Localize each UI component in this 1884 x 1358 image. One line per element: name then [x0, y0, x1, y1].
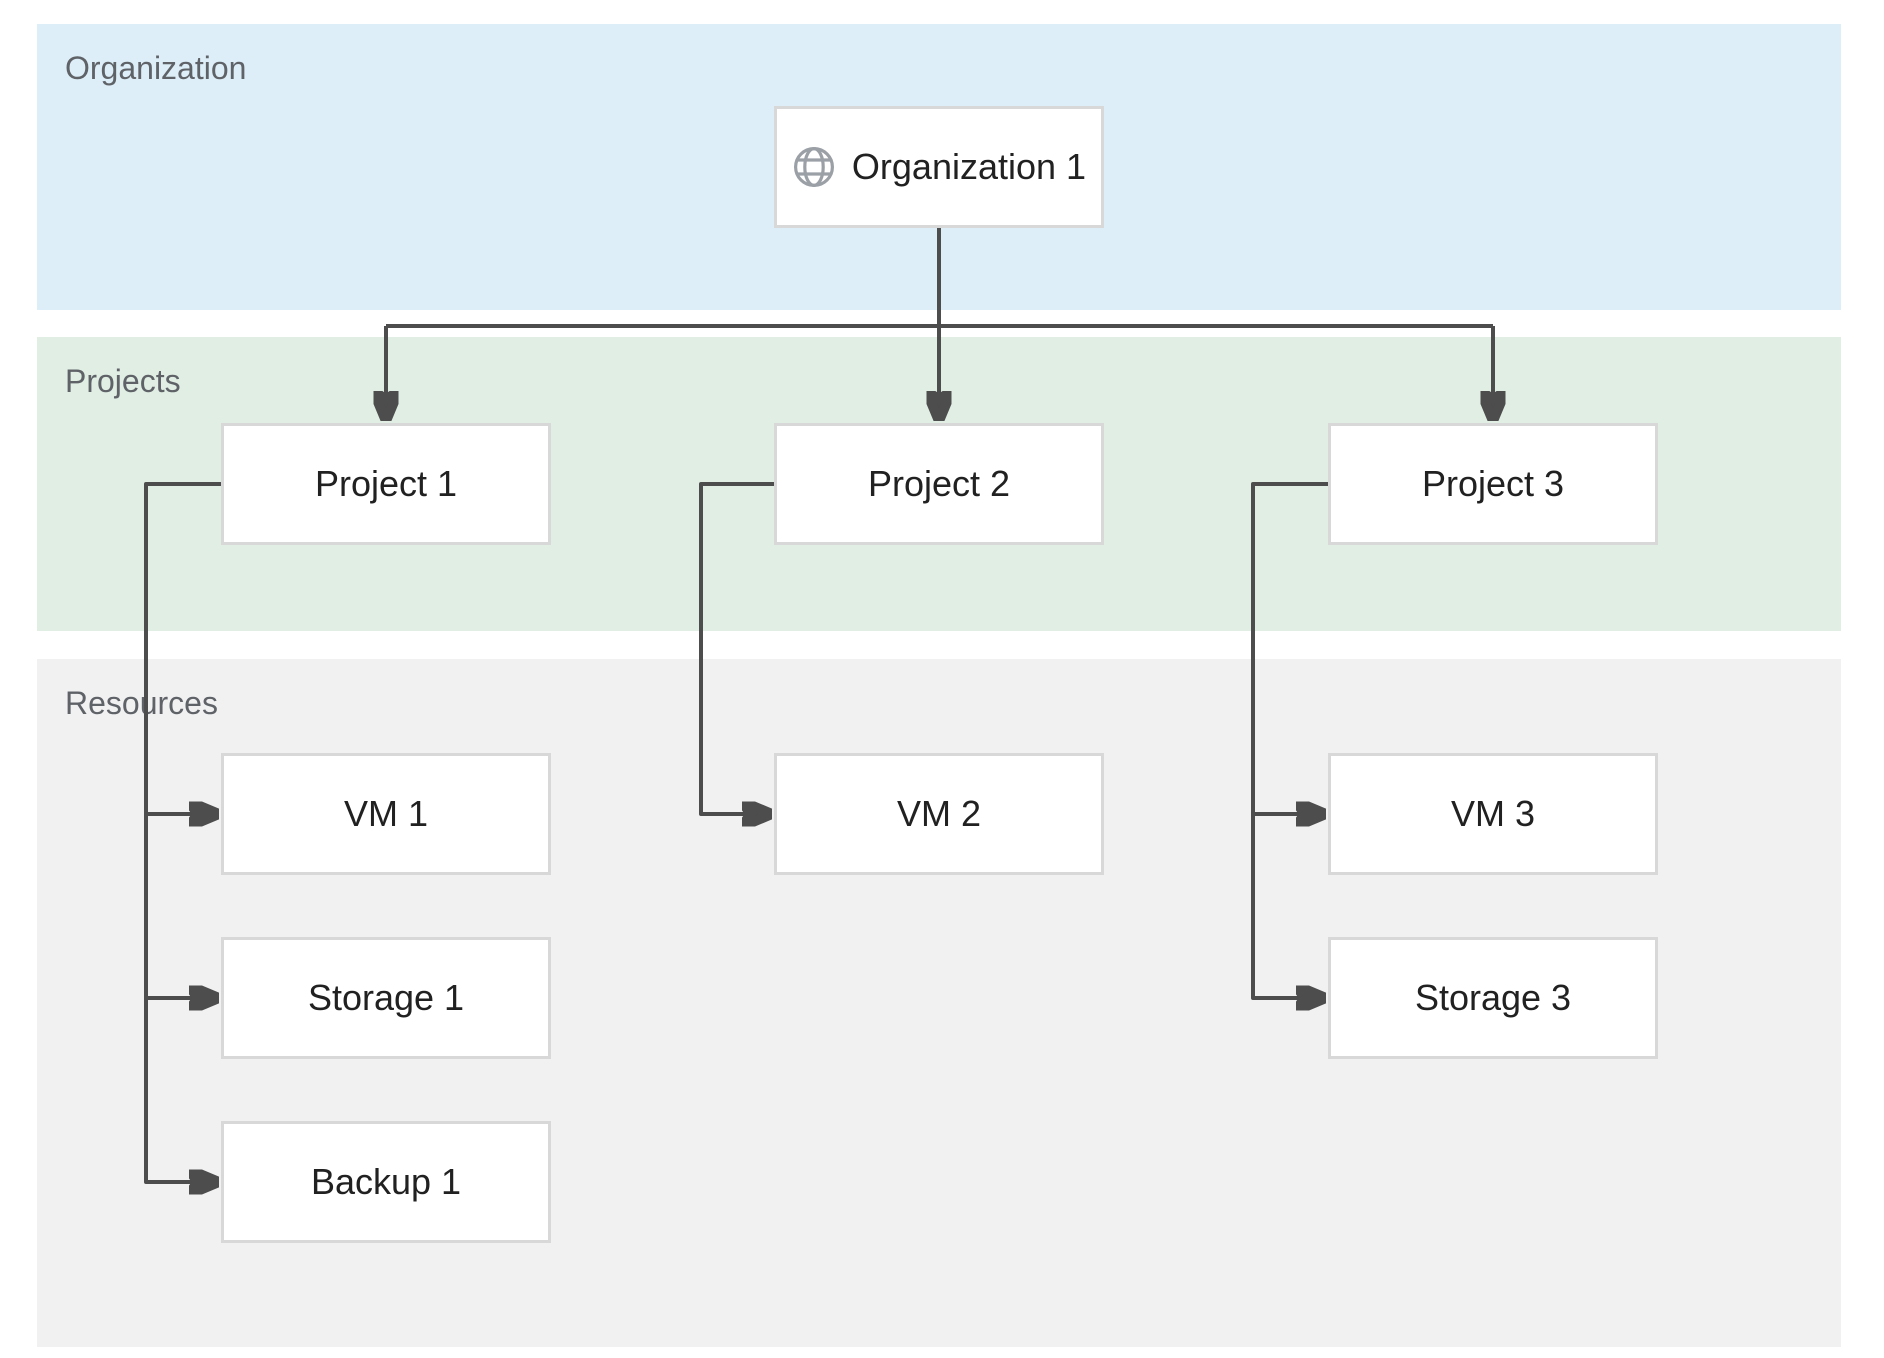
node-organization1: Organization 1 — [774, 106, 1104, 228]
node-label: VM 1 — [343, 793, 429, 834]
node-label: Backup 1 — [310, 1161, 462, 1202]
node-vm2: VM 2 — [774, 753, 1104, 875]
node-label: Project 1 — [314, 463, 458, 504]
node-vm3: VM 3 — [1328, 753, 1658, 875]
node-vm1: VM 1 — [221, 753, 551, 875]
node-project2: Project 2 — [774, 423, 1104, 545]
node-label: Organization 1 — [851, 146, 1087, 187]
node-project3: Project 3 — [1328, 423, 1658, 545]
organization-band-label: Organization — [65, 50, 247, 86]
resources-band-label: Resources — [65, 685, 218, 721]
node-storage1: Storage 1 — [221, 937, 551, 1059]
node-label: Project 3 — [1421, 463, 1565, 504]
globe-icon — [793, 147, 834, 187]
node-label: VM 3 — [1450, 793, 1536, 834]
projects-band-label: Projects — [65, 363, 181, 399]
node-label: Storage 3 — [1414, 977, 1572, 1018]
node-project1: Project 1 — [221, 423, 551, 545]
node-label: Project 2 — [867, 463, 1011, 504]
node-backup1: Backup 1 — [221, 1121, 551, 1243]
edge-project1-backup1 — [144, 482, 221, 1182]
node-label: VM 2 — [896, 793, 982, 834]
node-label: Storage 1 — [307, 977, 465, 1018]
edge-project3-storage3 — [1251, 482, 1328, 998]
node-storage3: Storage 3 — [1328, 937, 1658, 1059]
edge-project2-vm2 — [699, 482, 774, 814]
